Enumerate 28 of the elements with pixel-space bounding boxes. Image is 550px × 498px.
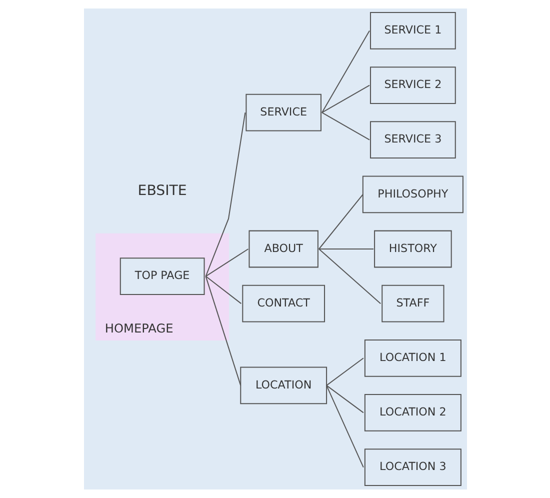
- node-box: SERVICE 1: [369, 12, 456, 50]
- connector: [318, 248, 374, 250]
- node-box: SERVICE 3: [369, 121, 456, 159]
- node-box: CONTACT: [242, 284, 325, 322]
- connector: [204, 276, 241, 304]
- connector: [326, 385, 364, 468]
- node-box: HISTORY: [374, 230, 452, 268]
- connector: [205, 248, 248, 277]
- node-box: PHILOSOPHY: [362, 176, 463, 214]
- label: EBSITE: [137, 183, 186, 200]
- connector: [326, 385, 364, 414]
- node-box: SERVICE 2: [369, 66, 456, 104]
- node-box: ABOUT: [248, 230, 318, 268]
- node-box: SERVICE: [245, 94, 321, 132]
- connector: [318, 194, 363, 250]
- connector: [321, 30, 370, 113]
- connector: [326, 358, 364, 386]
- node-box: LOCATION 1: [364, 339, 461, 377]
- connector: [321, 84, 370, 114]
- connector: [204, 112, 246, 276]
- node-box: LOCATION 3: [364, 448, 461, 486]
- node-box: STAFF: [381, 284, 444, 322]
- connector: [321, 112, 370, 140]
- connector: [318, 248, 380, 304]
- node-box: LOCATION: [240, 366, 327, 404]
- node-box: LOCATION 2: [364, 394, 461, 432]
- connector: [204, 276, 241, 386]
- node-box: TOP PAGE: [119, 258, 204, 295]
